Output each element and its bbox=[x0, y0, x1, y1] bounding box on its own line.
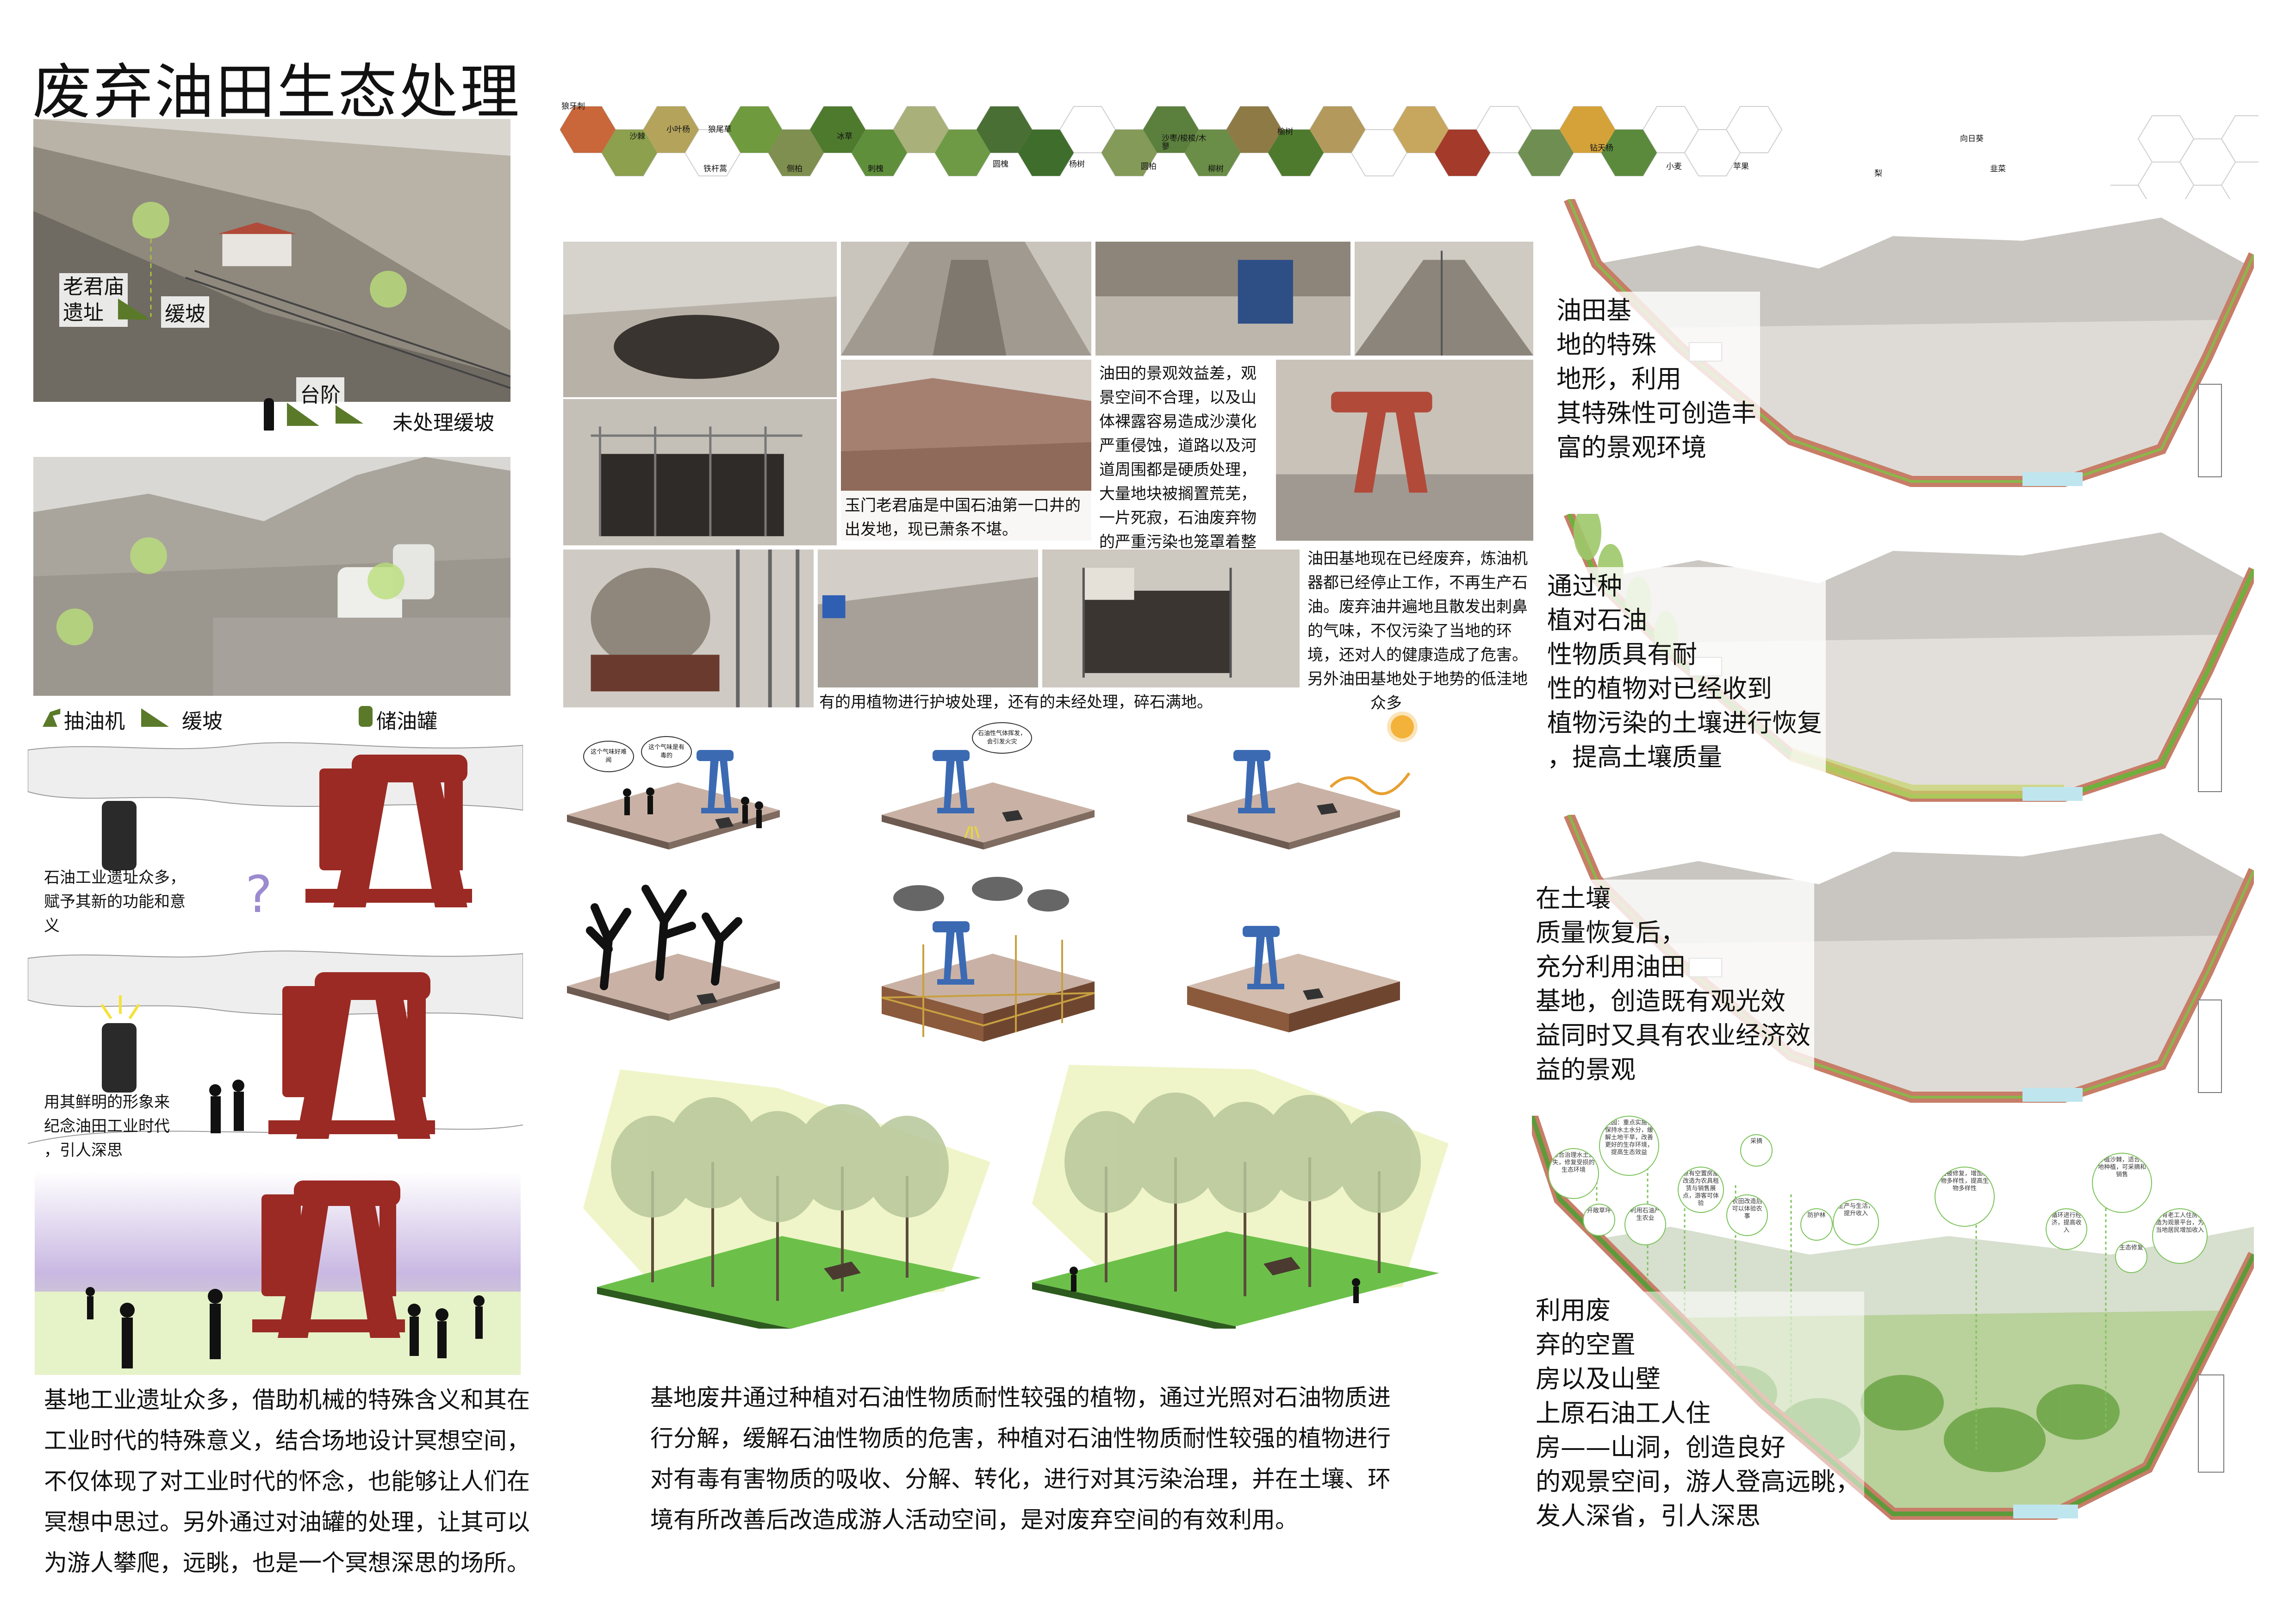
plant-label-11: 圆柏 bbox=[1141, 162, 1157, 171]
note-1: 石油工业遗址众多， 赋予其新的功能和意 义 bbox=[44, 868, 186, 935]
speech-bubble-1: 这个气味好难闻 bbox=[583, 741, 634, 772]
photo-cliff-wall bbox=[1095, 241, 1351, 356]
label-gentle-slope-2: 缓坡 bbox=[178, 704, 226, 735]
label-gentle-slope-1: 缓坡 bbox=[161, 296, 209, 328]
bubble-5: 原有空置房屋改造为农具租赁与销售展点，游客可体验 bbox=[1678, 1167, 1724, 1213]
person-icon bbox=[264, 398, 274, 431]
slope-icon bbox=[118, 299, 150, 319]
plant-label-8: 刺槐 bbox=[868, 164, 884, 174]
plant-label-17: 苹果 bbox=[1733, 162, 1749, 171]
bubble-13: 生态修复 bbox=[2115, 1241, 2147, 1273]
plant-label-16: 小麦 bbox=[1666, 162, 1682, 171]
plant-label-9: 圆槐 bbox=[993, 160, 1008, 169]
bubble-10: 植被修复，增加植物多样性，提高生物多样性 bbox=[1935, 1167, 1995, 1227]
photo-sinkhole bbox=[562, 241, 838, 398]
sketch-concept-2 bbox=[27, 944, 523, 1176]
left-description: 基地工业遗址众多，借助机械的特殊含义和其在工业时代的特殊意义，结合场地设计冥想空… bbox=[44, 1387, 530, 1576]
plant-label-1: 狼牙刺 bbox=[561, 102, 585, 111]
speech-bubble-2: 这个气味是有毒的 bbox=[641, 736, 692, 768]
sun-icon bbox=[1391, 715, 1414, 738]
caption-slope: 有的用植物进行护坡处理，还有的未经处理，碎石满地。 bbox=[815, 687, 1370, 717]
label-temple: 老君庙 遗址 bbox=[59, 273, 128, 327]
process-diagram-row-1 bbox=[562, 731, 1488, 870]
bubble-3: 开敞草坪 bbox=[1583, 1204, 1615, 1236]
caption-laojunmiao: 玉门老君庙是中国石油第一口井的出发地，现已萧条不堪。 bbox=[840, 491, 1092, 544]
bubble-9: 生产与生活，提升收入 bbox=[1833, 1199, 1879, 1245]
plant-label-20: 韭菜 bbox=[1990, 164, 2006, 174]
plant-label-18: 梨 bbox=[1874, 169, 1882, 178]
plant-label-4: 狼尾草 bbox=[708, 125, 732, 134]
process-diagram-row-2 bbox=[562, 870, 1488, 1065]
photo-parking-road bbox=[817, 549, 1039, 708]
plant-label-10: 杨树 bbox=[1069, 160, 1085, 169]
plant-label-3: 小叶杨 bbox=[666, 125, 690, 134]
bubble-2: 果园：重点实施，保持水土水分，缓解土地干旱，改善更好的生存环境，提高生态效益 bbox=[1599, 1116, 1659, 1176]
site-photo-temple-slope bbox=[32, 118, 511, 403]
label-tank: 储油罐 bbox=[373, 704, 441, 735]
tree-scene-1 bbox=[583, 1069, 990, 1336]
bubble-8: 防护林 bbox=[1800, 1208, 1833, 1241]
svg-text:?: ? bbox=[245, 865, 272, 924]
plant-label-2: 沙棘 bbox=[629, 132, 645, 141]
photo-pumpjack bbox=[1275, 359, 1534, 542]
label-steps: 台阶 bbox=[296, 377, 344, 409]
plant-label-12: 沙枣/梭梭/木蓼 bbox=[1162, 134, 1207, 151]
site-photo-tank bbox=[32, 456, 511, 697]
bubble-11: 种植沙棘，适合沙地种植，可采摘和销售 bbox=[2092, 1153, 2152, 1213]
caption-base: 油田基地现在已经废弃，炼油机器都已经停止工作，不再生产石油。废弃油井遍地且散发出… bbox=[1303, 544, 1534, 712]
plant-hexagon-strip bbox=[559, 83, 1810, 204]
sketch-concept-1: ? bbox=[27, 736, 523, 940]
page-title: 废弃油田生态处理 bbox=[32, 58, 522, 127]
photo-fence-well bbox=[562, 398, 838, 546]
label-untreated-slope: 未处理缓坡 bbox=[389, 405, 498, 437]
center-description: 基地废井通过种植对石油性物质耐性较强的植物，通过光照对石油物质进行分解，缓解石油… bbox=[650, 1384, 1391, 1533]
pumpjack-small-icon bbox=[43, 708, 61, 727]
plant-label-7: 冰草 bbox=[837, 132, 852, 141]
slope-icon-3 bbox=[141, 708, 169, 727]
bubble-4: 利用石油产生农业 bbox=[1624, 1204, 1666, 1245]
plant-label-6: 侧柏 bbox=[787, 164, 803, 174]
sketch-meditation-scene bbox=[35, 1171, 521, 1375]
plant-label-15: 钻天杨 bbox=[1590, 144, 1613, 153]
section-4-text: 利用废 弃的空置 房以及山壁 上原石油工人住 房——山洞，创造良好 的观景空间，… bbox=[1532, 1292, 1864, 1535]
section-3-text: 在土壤 质量恢复后， 充分利用油田 基地，创造既有观光效 益同时又具有农业经济效… bbox=[1532, 880, 1814, 1089]
label-pumpjack: 抽油机 bbox=[60, 704, 129, 735]
caption-landscape: 油田的景观效益差，观景空间不合理，以及山体裸露容易造成沙漠化严重侵蚀，道路以及河… bbox=[1095, 359, 1273, 575]
bubble-14: 原有老工人住房改造为观景平台，为当地居民增加收入 bbox=[2152, 1208, 2208, 1264]
plant-label-14: 榆树 bbox=[1277, 127, 1293, 137]
bubble-6: 农田改造后可以体验农事 bbox=[1726, 1194, 1768, 1236]
speech-bubble-3: 石油性气体挥发，会引发火灾 bbox=[972, 722, 1032, 754]
slope-icon-2 bbox=[336, 405, 363, 424]
photo-bridge bbox=[1354, 241, 1534, 356]
plant-label-19: 向日葵 bbox=[1960, 134, 1984, 144]
bubble-1: 综合治理水土流失，修复受损的生态环境 bbox=[1548, 1148, 1599, 1199]
tree-scene-2 bbox=[1023, 1065, 1449, 1333]
plant-label-13: 柳树 bbox=[1208, 164, 1224, 174]
photo-riverbed bbox=[840, 241, 1092, 356]
note-2: 用其鲜明的形象来 纪念油田工业时代 ，引人深思 bbox=[44, 1093, 170, 1160]
photo-fenced-pit bbox=[1041, 549, 1300, 708]
bubble-12: 循环进行经济，提高收入 bbox=[2046, 1208, 2087, 1250]
section-1-text: 油田基 地的特殊 地形，利用 其特殊性可创造丰 富的景观环境 bbox=[1553, 292, 1760, 467]
tank-icon bbox=[359, 706, 373, 727]
photo-stone-monument bbox=[562, 549, 815, 708]
bubble-7: 采摘 bbox=[1740, 1134, 1773, 1167]
plant-label-5: 铁杆蒿 bbox=[703, 164, 727, 174]
section-2-text: 通过种 植对石油 性物质具有耐 性的植物对已经收到 植物污染的土壤进行恢复 ，提… bbox=[1543, 567, 1826, 776]
